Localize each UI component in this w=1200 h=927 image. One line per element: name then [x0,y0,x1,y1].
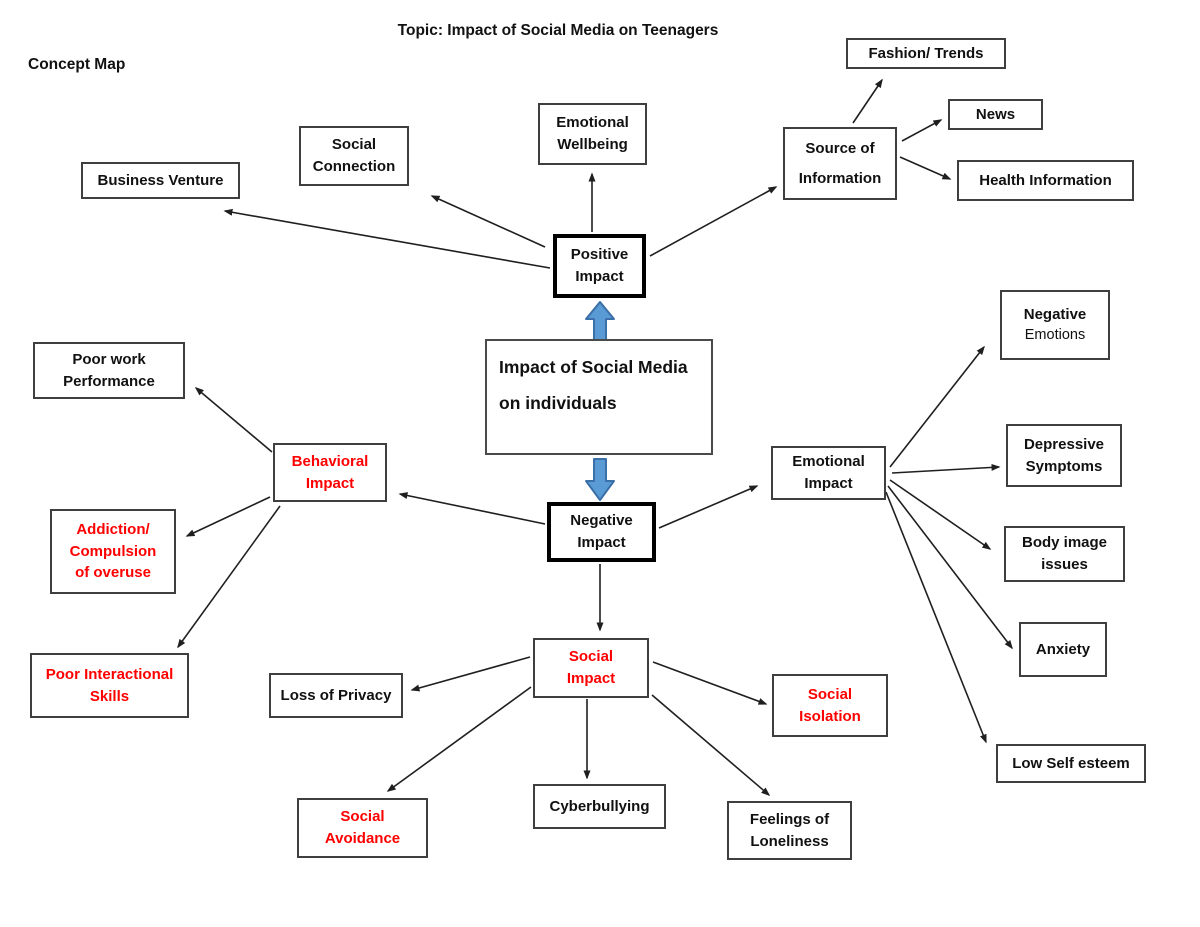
edge-behavioral-to-poor-work-performance [194,387,273,453]
node-behavioral-impact: Behavioral Impact [273,443,387,502]
node-negative-emotions: Negative Emotions [1000,290,1110,360]
blue-up-arrow [585,301,615,341]
node-addiction-compulsion-of-overuse: Addiction/ Compulsion of overuse [50,509,176,594]
edge-social-to-feelings-of-loneliness [651,694,771,796]
node-fashion-trends: Fashion/ Trends [846,38,1006,69]
node-label: Poor work Performance [63,350,155,390]
edge-behavioral-to-addiction [185,496,271,537]
node-label: Business Venture [97,171,224,189]
concept-map-label: Concept Map [28,56,126,73]
node-emotional-wellbeing: Emotional Wellbeing [538,103,647,165]
node-loss-of-privacy: Loss of Privacy [269,673,403,718]
node-negative-impact: Negative Impact [547,502,656,562]
node-label: Anxiety [1035,640,1091,658]
node-label: Feelings of Loneliness [749,810,830,850]
edge-negative-to-behavioral-impact [398,492,546,525]
node-label: Social Impact [566,648,616,687]
edge-emotional-to-body-image-issues [889,479,992,550]
edge-positive-to-business-venture [223,208,551,269]
node-source-of-information: Source of Information [783,127,897,200]
node-label: Emotional Wellbeing [556,114,629,153]
node-anxiety: Anxiety [1019,622,1107,677]
edge-behavioral-to-poor-interactional-skills [177,505,281,649]
node-social-avoidance: Social Avoidance [297,798,428,858]
node-label: Depressive Symptoms [1023,435,1105,475]
edge-positive-to-social-connection [430,195,546,248]
node-cyberbullying: Cyberbullying [533,784,666,829]
node-label: Source of Information [798,140,882,187]
node-label: Positive Impact [570,246,629,285]
node-label: Social Avoidance [324,808,401,847]
node-body-image-issues: Body image issues [1004,526,1125,582]
edge-source-to-news [901,119,943,142]
edge-emotional-to-low-self-esteem [885,491,987,744]
node-label-line2: Emotions [1024,327,1086,344]
node-label: Body image issues [1021,534,1108,573]
edge-positive-to-source-of-information [649,186,778,257]
node-social-isolation: Social Isolation [772,674,888,737]
node-label: Poor Interactional Skills [45,665,174,705]
node-impact-of-social-media: Impact of Social Media on individuals [485,339,713,455]
node-label: Cyberbullying [549,797,650,815]
node-label: Emotional Impact [792,453,865,492]
node-label: Health Information [979,171,1112,189]
node-label: News [975,105,1016,123]
node-label: Social Isolation [799,685,861,725]
node-depressive-symptoms: Depressive Symptoms [1006,424,1122,487]
node-positive-impact: Positive Impact [553,234,646,298]
node-label: Impact of Social Media on individuals [499,357,688,413]
edge-social-to-social-isolation [652,661,768,705]
node-label: Low Self esteem [1012,754,1130,772]
node-label: Social Connection [312,136,396,175]
edge-emotional-to-depressive-symptoms [891,463,1001,474]
edge-emotional-to-anxiety [887,485,1013,650]
node-emotional-impact: Emotional Impact [771,446,886,500]
blue-down-arrow [585,458,615,501]
node-social-impact: Social Impact [533,638,649,698]
node-label: Behavioral Impact [291,452,369,492]
node-low-self-esteem: Low Self esteem [996,744,1146,783]
node-label-line1: Negative [1023,305,1087,323]
node-poor-work-performance: Poor work Performance [33,342,185,399]
page-title: Topic: Impact of Social Media on Teenage… [397,22,719,39]
edge-social-to-loss-of-privacy [410,656,531,692]
node-news: News [948,99,1043,130]
node-social-connection: Social Connection [299,126,409,186]
node-label: Negative Impact [570,512,633,551]
edge-source-to-health-information [899,156,952,180]
edge-social-to-social-avoidance [386,686,532,792]
node-health-information: Health Information [957,160,1134,201]
node-label: Fashion/ Trends [868,44,984,62]
node-feelings-of-loneliness: Feelings of Loneliness [727,801,852,860]
edge-negative-to-emotional-impact [658,485,759,529]
node-label: Addiction/ Compulsion of overuse [69,520,157,582]
edge-source-to-fashion-trends [852,78,883,124]
node-business-venture: Business Venture [81,162,240,199]
node-label: Loss of Privacy [280,686,392,704]
node-poor-interactional-skills: Poor Interactional Skills [30,653,189,718]
edge-emotional-to-negative-emotions [889,345,985,468]
